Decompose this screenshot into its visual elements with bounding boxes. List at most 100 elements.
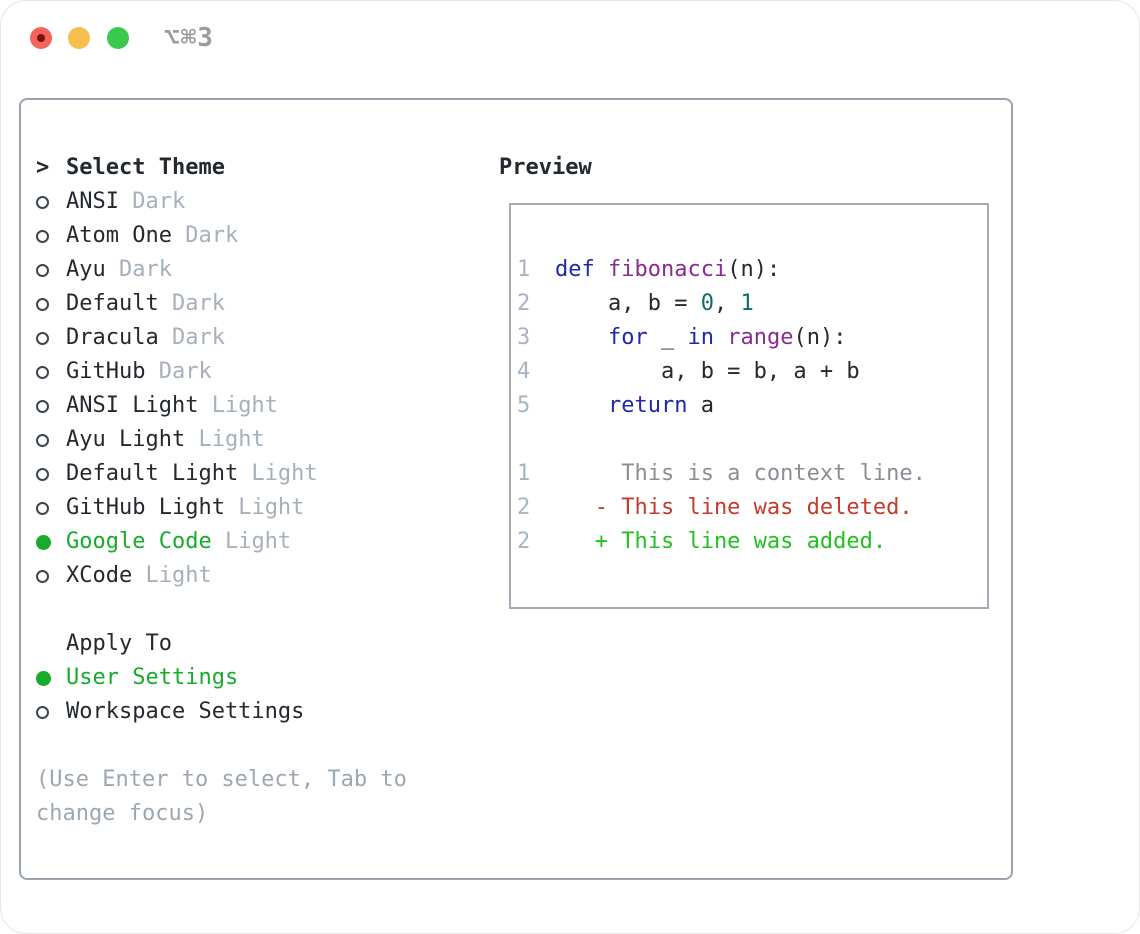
code-segment [714,325,727,350]
code-segment: (n): [727,257,781,282]
theme-item[interactable]: Google Code Light [36,525,318,559]
theme-name: Ayu [66,257,106,282]
theme-name: Default [66,291,159,316]
theme-item[interactable]: Atom One Dark [36,219,318,253]
theme-name: Dracula [66,325,159,350]
code-line: 1 This is a context line. [517,457,987,491]
code-segment: a [687,393,714,418]
radio-icon [36,331,66,345]
radio-icon [36,229,66,243]
code-line: 2 a, b = 0, 1 [517,287,987,321]
code-line [517,423,987,457]
code-segment: a, b = [555,291,701,316]
theme-variant: Dark [158,291,225,316]
select-theme-label: Select Theme [66,155,225,180]
code-segment: fibonacci [607,257,728,282]
theme-variant: Dark [158,325,225,350]
line-number: 2 [517,291,531,316]
code-line: 2 + This line was added. [517,525,987,559]
radio-icon [36,263,66,277]
focus-chevron-icon: > [36,155,50,180]
theme-item[interactable]: ANSI Dark [36,185,318,219]
radio-selected-icon [36,670,66,686]
theme-item[interactable]: Ayu Light Light [36,423,318,457]
code-line: 5 return a [517,389,987,423]
code-segment: + This line was added. [555,529,887,554]
line-number: 2 [517,495,531,520]
theme-variant: Light [132,563,212,588]
code-segment: range [727,325,794,350]
apply-option-label: User Settings [66,665,239,690]
code-segment: _ [647,325,688,350]
radio-icon [36,433,66,447]
code-segment: 0 [700,291,714,316]
theme-variant: Light [185,427,265,452]
theme-variant: Light [198,393,278,418]
line-number: 4 [517,359,531,384]
window-shortcut-label: ⌥⌘3 [164,23,214,53]
theme-item[interactable]: Ayu Dark [36,253,318,287]
theme-name: Default Light [66,461,239,486]
apply-option[interactable]: Workspace Settings [36,695,304,729]
theme-name: Google Code [66,529,212,554]
apply-to-header: Apply To [66,631,172,656]
apply-option-label: Workspace Settings [66,699,305,724]
line-number: 1 [517,461,531,486]
line-number: 3 [517,325,531,350]
radio-icon [36,399,66,413]
line-number: 2 [517,529,531,554]
code-line: 2 - This line was deleted. [517,491,987,525]
hint-text: (Use Enter to select, Tab to change focu… [36,767,407,826]
code-segment: This is a context line. [555,461,926,486]
theme-item[interactable]: Dracula Dark [36,321,318,355]
theme-item[interactable]: GitHub Dark [36,355,318,389]
minimize-button[interactable] [68,27,90,49]
select-theme-header: > Select Theme [36,151,318,185]
theme-name: ANSI Light [66,393,199,418]
close-button[interactable] [30,27,52,49]
line-number: 1 [517,257,531,282]
code-line: 4 a, b = b, a + b [517,355,987,389]
theme-name: XCode [66,563,133,588]
theme-item[interactable]: Default Light Light [36,457,318,491]
radio-icon [36,569,66,583]
radio-icon [36,365,66,379]
code-segment: - This line was deleted. [555,495,913,520]
theme-name: GitHub [66,359,146,384]
radio-icon [36,195,66,209]
radio-icon [36,467,66,481]
titlebar: ⌥⌘3 [1,1,1139,76]
theme-name: Ayu Light [66,427,186,452]
code-segment: 1 [740,291,754,316]
theme-item[interactable]: Default Dark [36,287,318,321]
code-segment: , [713,291,741,316]
theme-item[interactable]: GitHub Light Light [36,491,318,525]
code-segment: for [607,325,648,350]
theme-variant: Dark [171,223,239,248]
code-segment: a, b = b, a + b [555,359,860,384]
unsaved-dot-icon [37,34,45,42]
theme-item[interactable]: ANSI Light Light [36,389,318,423]
code-line: 3 for _ in range(n): [517,321,987,355]
theme-variant: Light [211,529,292,554]
theme-item[interactable]: XCode Light [36,559,318,593]
theme-name: GitHub Light [66,495,225,520]
radio-selected-icon [36,534,66,550]
theme-variant: Light [238,461,318,486]
theme-name: Atom One [66,223,172,248]
theme-variant: Dark [105,257,172,282]
apply-option[interactable]: User Settings [36,661,304,695]
zoom-button[interactable] [107,27,129,49]
theme-variant: Dark [118,189,186,214]
code-segment [555,393,608,418]
code-segment [555,325,608,350]
code-segment: return [607,393,688,418]
theme-variant: Dark [145,359,212,384]
